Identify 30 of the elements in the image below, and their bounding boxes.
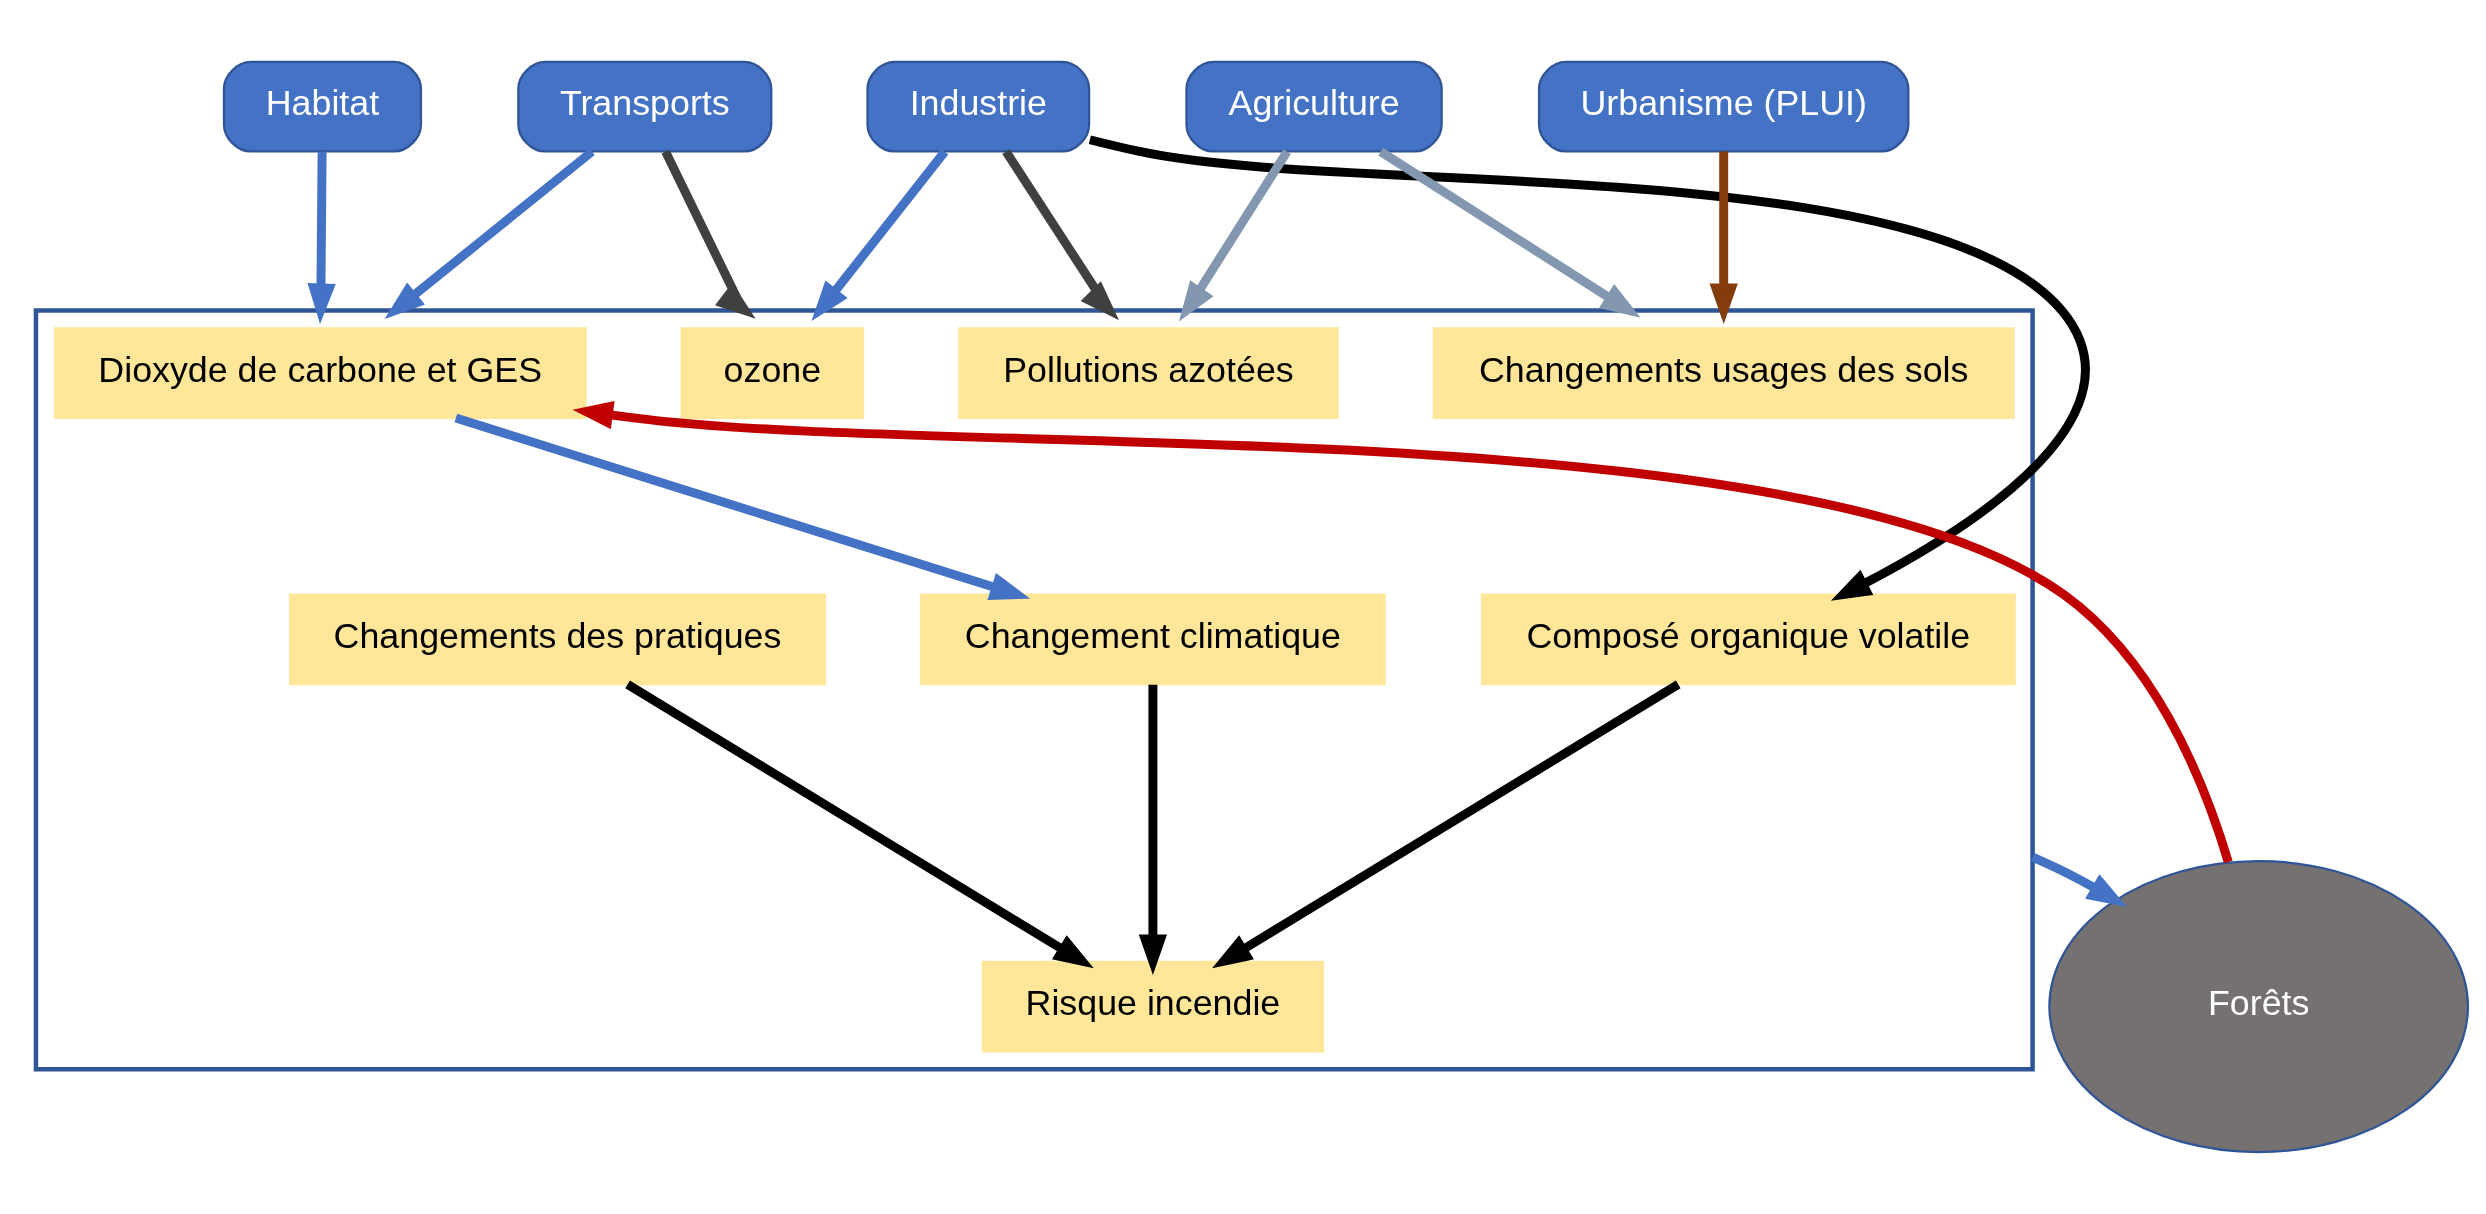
node-box: Changement climatique (920, 593, 1386, 686)
arrow (1709, 151, 1738, 324)
arrow (1138, 684, 1168, 975)
node-box: Industrie (866, 60, 1091, 153)
node-box: Changements usages des sols (1432, 327, 2015, 419)
arrow (661, 149, 756, 319)
node-box: Urbanisme (PLUI) (1537, 60, 1910, 153)
node-box: Habitat (222, 60, 423, 153)
arrow (1378, 147, 1641, 318)
arrow (811, 148, 949, 322)
arrow (307, 151, 336, 324)
node-box: Pollutions azotées (958, 327, 1339, 419)
arrow (572, 401, 2233, 864)
node-ellipse: Forêts (2048, 859, 2470, 1154)
node-box: Changements des pratiques (288, 593, 827, 686)
cluster (33, 308, 2035, 1072)
node-box: Agriculture (1185, 60, 1443, 153)
arrow (1088, 135, 2090, 601)
node-box: Dioxyde de carbone et GES (53, 327, 587, 419)
arrow (1002, 149, 1120, 321)
node-box: Transports (517, 60, 773, 153)
arrow (1178, 149, 1291, 322)
arrow (1212, 680, 1681, 969)
node-box: ozone (680, 327, 865, 419)
arrow (384, 148, 595, 319)
node-box: Risque incendie (981, 960, 1325, 1053)
arrow (454, 413, 1031, 600)
arrow (2030, 853, 2128, 907)
arrow (625, 680, 1094, 969)
node-box: Composé organique volatile (1480, 593, 2016, 686)
